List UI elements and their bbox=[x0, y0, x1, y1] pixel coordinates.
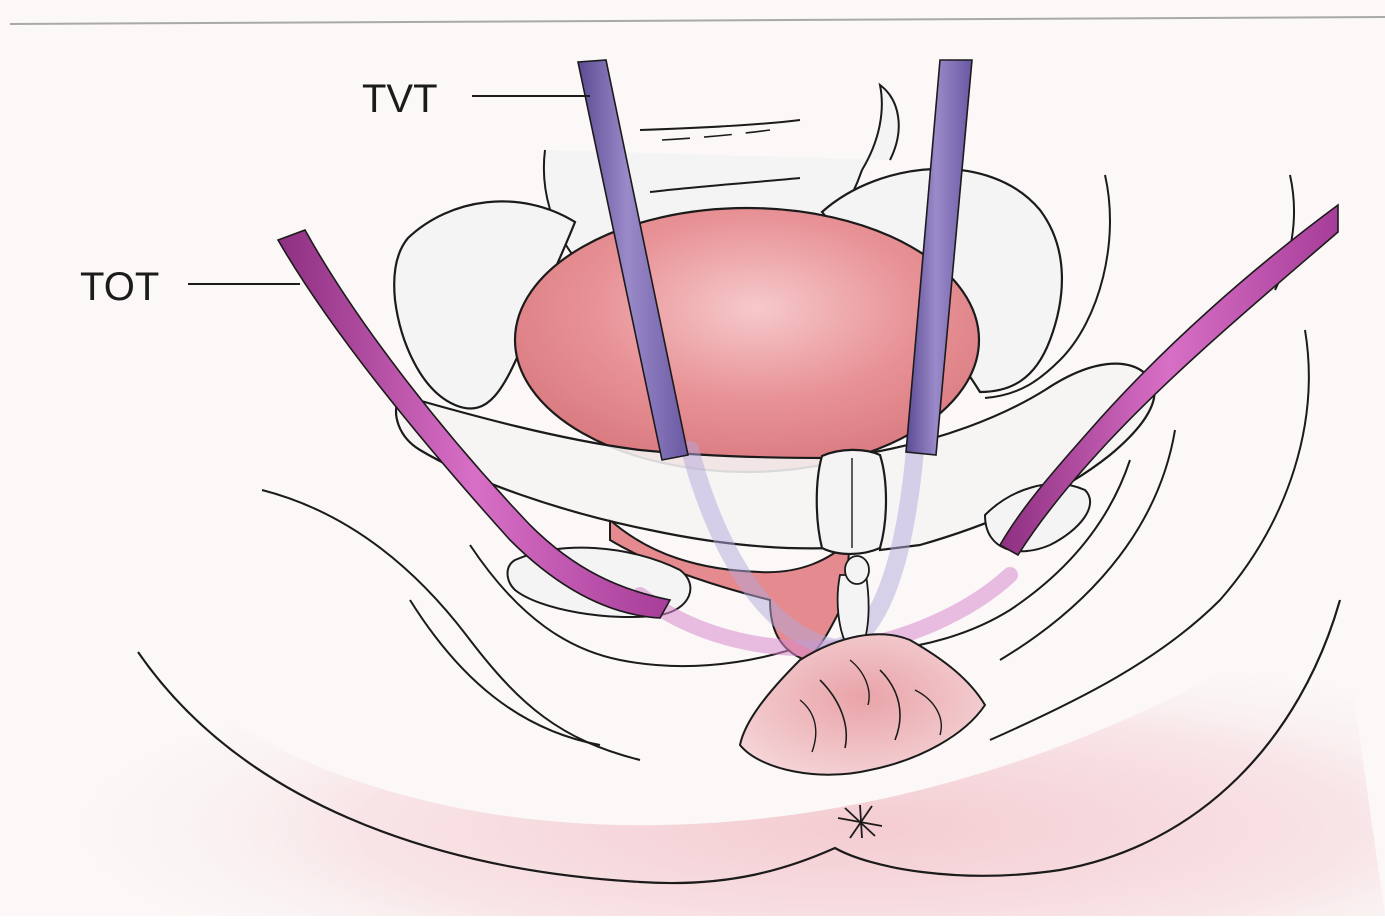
tvt-label: TVT bbox=[362, 77, 438, 121]
tot-label: TOT bbox=[80, 265, 159, 309]
urethral-meatus bbox=[845, 556, 869, 584]
